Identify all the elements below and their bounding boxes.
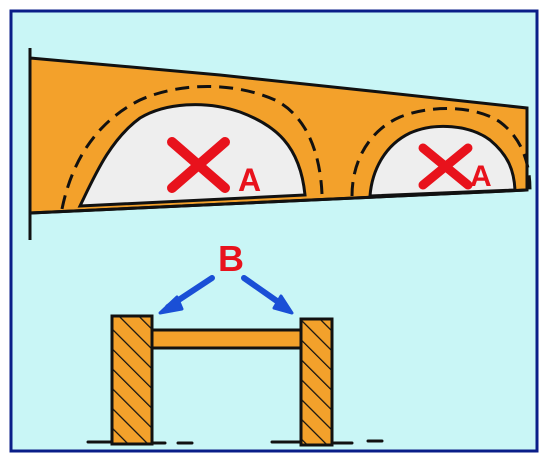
- top-section: A A: [28, 48, 532, 240]
- label-a-left: A: [238, 162, 261, 198]
- label-a-right: A: [470, 160, 492, 193]
- x-mark-icon: [418, 143, 473, 190]
- bottom-section: B: [86, 238, 384, 447]
- x-mark-icon: [167, 137, 230, 193]
- post-right: [299, 317, 334, 447]
- label-b: B: [218, 238, 244, 279]
- arrow-down-right-icon: [241, 275, 294, 315]
- post-left: [110, 314, 154, 446]
- dashed-outline-right: [350, 107, 532, 197]
- ground-line: [86, 439, 384, 445]
- arrow-down-left-icon: [158, 275, 215, 315]
- lintel-beam: [148, 328, 304, 350]
